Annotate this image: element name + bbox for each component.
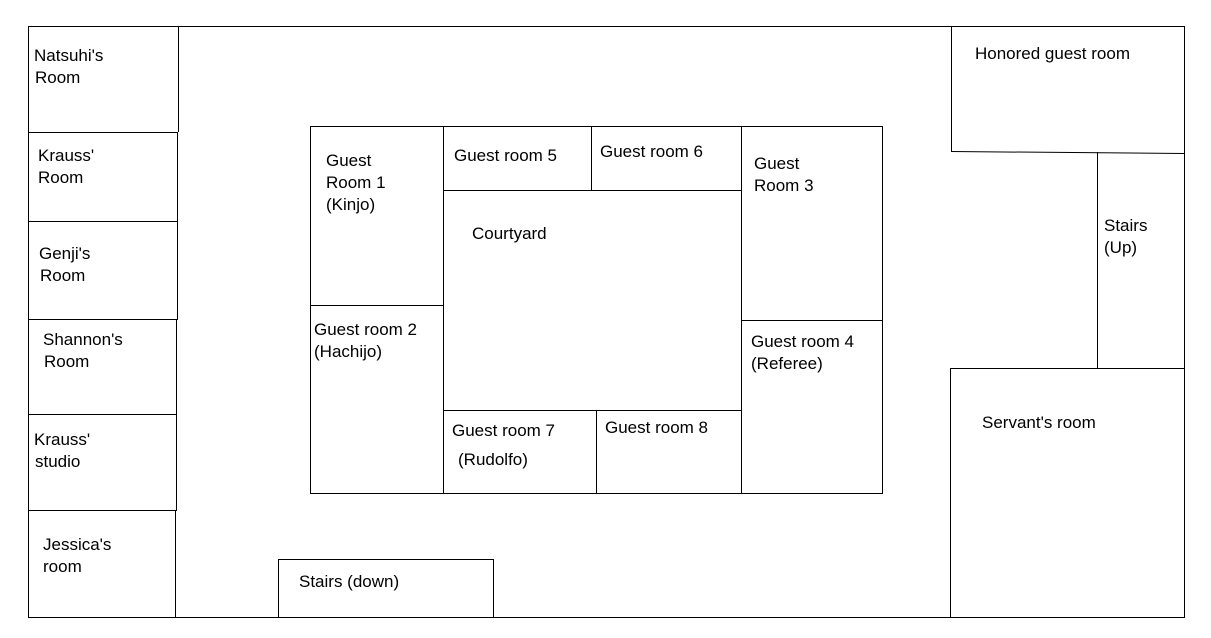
guest-room-1-label-1: Guest bbox=[326, 151, 372, 170]
stairs-up-label-2: (Up) bbox=[1104, 238, 1138, 257]
guest-room-3-label-1: Guest bbox=[754, 154, 800, 173]
krauss-studio-label-2: studio bbox=[35, 452, 81, 471]
shannon-room-label-1: Shannon's bbox=[43, 330, 123, 349]
shannon-room-label-2: Room bbox=[44, 352, 90, 371]
genji-room-label-1: Genji's bbox=[39, 244, 91, 263]
natsuhi-room-label-2: Room bbox=[35, 68, 81, 87]
krauss-room-label-1: Krauss' bbox=[38, 146, 95, 165]
guest-room-7-label: Guest room 7 bbox=[452, 421, 555, 440]
central-block-wall bbox=[310, 126, 883, 494]
jessica-room-label-1: Jessica's bbox=[43, 535, 112, 554]
guest-room-6-label: Guest room 6 bbox=[600, 142, 703, 161]
guest-room-1-label-2: Room 1 bbox=[326, 173, 386, 192]
outer-wall bbox=[28, 26, 1185, 618]
krauss-studio-label-1: Krauss' bbox=[34, 430, 91, 449]
guest-room-2-occupant: (Hachijo) bbox=[314, 342, 383, 361]
genji-room-label-2: Room bbox=[40, 266, 86, 285]
wall bbox=[950, 151, 1185, 154]
natsuhi-room-label-1: Natsuhi's bbox=[34, 46, 104, 65]
servant-room-label: Servant's room bbox=[982, 413, 1096, 432]
guest-room-7-occupant: (Rudolfo) bbox=[458, 450, 528, 469]
guest-room-4-occupant: (Referee) bbox=[751, 354, 823, 373]
stairs-up-label-1: Stairs bbox=[1104, 216, 1148, 235]
stairs-down-label: Stairs (down) bbox=[299, 572, 400, 591]
guest-room-4-label: Guest room 4 bbox=[751, 332, 854, 351]
jessica-room-label-2: room bbox=[43, 557, 82, 576]
honored-guest-room-label: Honored guest room bbox=[975, 44, 1130, 63]
guest-room-5-label: Guest room 5 bbox=[454, 146, 557, 165]
guest-room-3-label-2: Room 3 bbox=[754, 176, 814, 195]
krauss-room-label-2: Room bbox=[38, 168, 84, 187]
courtyard-label: Courtyard bbox=[472, 224, 547, 243]
guest-room-8-label: Guest room 8 bbox=[605, 418, 708, 437]
guest-room-1-occupant: (Kinjo) bbox=[326, 195, 376, 214]
guest-room-2-label: Guest room 2 bbox=[314, 320, 417, 339]
